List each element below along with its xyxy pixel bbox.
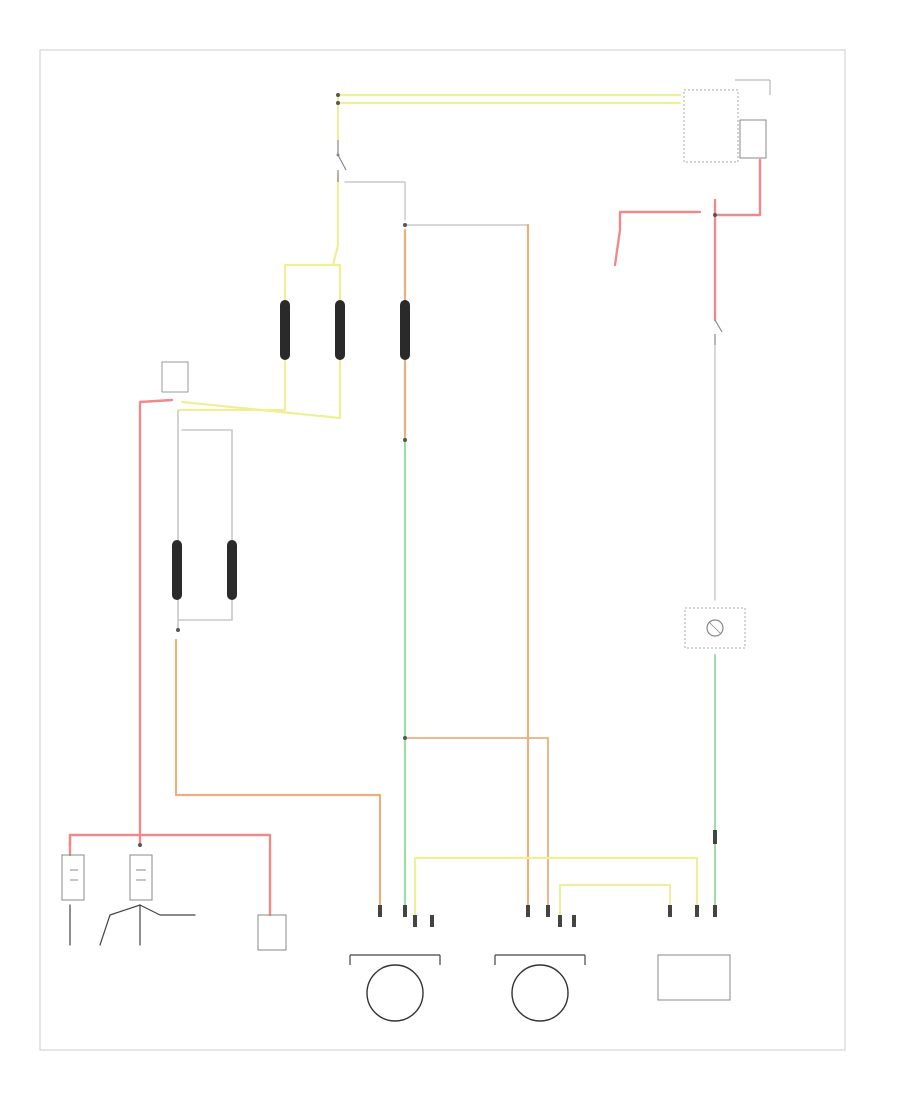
wire-gray-fl5 xyxy=(177,429,233,621)
wire-red-main xyxy=(138,398,174,847)
ignition-switch xyxy=(683,79,771,163)
wire-black-ground-2 xyxy=(99,904,141,946)
fusible-link-4 xyxy=(172,540,182,600)
wires xyxy=(68,93,762,946)
battery-2 xyxy=(129,854,153,901)
fusible-link-2 xyxy=(335,300,345,360)
fusible-link-3 xyxy=(400,300,410,360)
wire-yellow-clutch-down xyxy=(283,173,340,302)
alternator xyxy=(349,954,441,1022)
clutch-switch xyxy=(336,140,347,182)
fusible-link-1 xyxy=(280,300,290,360)
wire-yellow-branch xyxy=(331,263,342,302)
charge-lamp xyxy=(684,607,746,649)
wire-yellow-bottom xyxy=(413,856,699,917)
wire-gray-fuseblock xyxy=(344,181,406,221)
wire-red-battery-bus xyxy=(68,833,272,917)
wire-black-ground-4 xyxy=(139,904,196,916)
splice-points xyxy=(138,93,717,847)
wire-gray-splice xyxy=(404,224,529,321)
starter-solenoid xyxy=(257,914,287,951)
wire-orange-mid xyxy=(404,737,549,916)
battery-1 xyxy=(61,854,85,901)
wire-red-ign-right xyxy=(713,158,762,217)
interlock-switch xyxy=(714,319,723,345)
control-module xyxy=(657,954,731,1001)
starter-relay xyxy=(161,361,189,393)
connector-pins xyxy=(378,830,717,927)
diagram-frame xyxy=(39,49,846,1051)
wire-yellow-fl1-down xyxy=(178,358,287,412)
generator xyxy=(494,954,586,1022)
wire-yellow-fl2-down xyxy=(180,358,342,420)
wire-yellow-bottom-2 xyxy=(559,884,671,916)
wire-red-ign-left xyxy=(613,210,702,267)
fusible-link-5 xyxy=(227,540,237,600)
wire-orange-starter xyxy=(174,638,382,917)
